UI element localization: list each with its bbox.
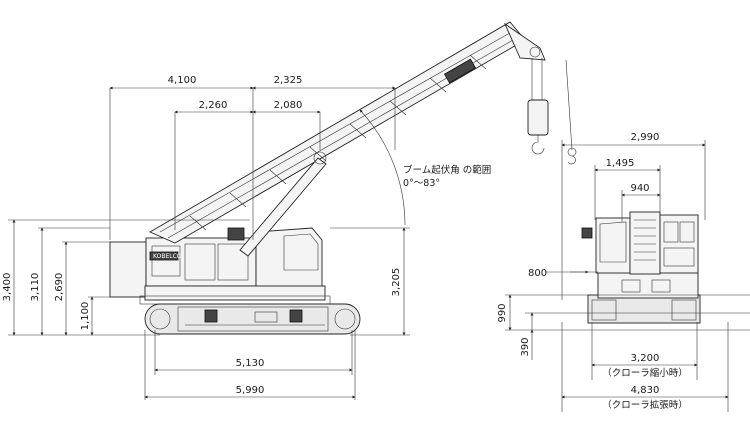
crawler-track — [144, 303, 361, 335]
dim-2325: 2,325 — [274, 75, 303, 86]
dim-4830: 4,830 — [631, 385, 660, 396]
dim-3400: 3,400 — [2, 273, 13, 302]
front-dims-top: 2,990 1,495 940 — [561, 132, 706, 300]
dim-3110: 3,110 — [30, 273, 41, 302]
front-machine — [581, 211, 701, 324]
side-dims-bottom: 5,130 5,990 — [144, 330, 356, 400]
front-view: 2,990 1,495 940 800 990 390 3,200 — [497, 132, 750, 412]
dim-390: 390 — [520, 337, 531, 356]
dim-2690: 2,690 — [54, 273, 65, 302]
boom — [149, 21, 546, 257]
dim-3200: 3,200 — [631, 353, 660, 364]
front-dims-bottom: 3,200 （クローラ縮小時） 4,830 （クローラ拡張時） — [561, 322, 729, 412]
boom-angle-label: ブーム起伏角 の範囲 — [403, 164, 491, 176]
dim-940: 940 — [630, 183, 649, 194]
dim-4830-note: （クローラ拡張時） — [602, 399, 688, 411]
dim-2260: 2,260 — [199, 100, 228, 111]
dim-4100: 4,100 — [168, 75, 197, 86]
dim-1100: 1,100 — [80, 302, 91, 331]
dim-2080: 2,080 — [274, 100, 303, 111]
brand-label: KOBELCO — [153, 253, 182, 260]
dim-800: 800 — [528, 268, 547, 279]
side-dims-top: 4,100 2,325 2,260 2,080 — [109, 75, 396, 240]
dim-2990: 2,990 — [631, 132, 660, 143]
hook-block — [527, 58, 577, 165]
front-dims-left: 800 990 390 — [497, 268, 750, 360]
boom-angle-range: 0°〜83° — [403, 178, 440, 189]
upper-body: KOBELCO — [109, 227, 331, 305]
side-dims-right: 3,205 ブーム起伏角 の範囲 0°〜83° — [330, 109, 491, 336]
side-dims-left: 3,400 3,110 2,690 1,100 — [2, 219, 250, 336]
dim-1495: 1,495 — [606, 158, 635, 169]
dim-3200-note: （クローラ縮小時） — [602, 367, 688, 379]
side-view: KOBELCO — [2, 21, 577, 400]
dim-3205: 3,205 — [391, 268, 402, 297]
dim-5990: 5,990 — [236, 385, 265, 396]
dim-990: 990 — [497, 303, 508, 322]
dim-5130: 5,130 — [236, 358, 265, 369]
